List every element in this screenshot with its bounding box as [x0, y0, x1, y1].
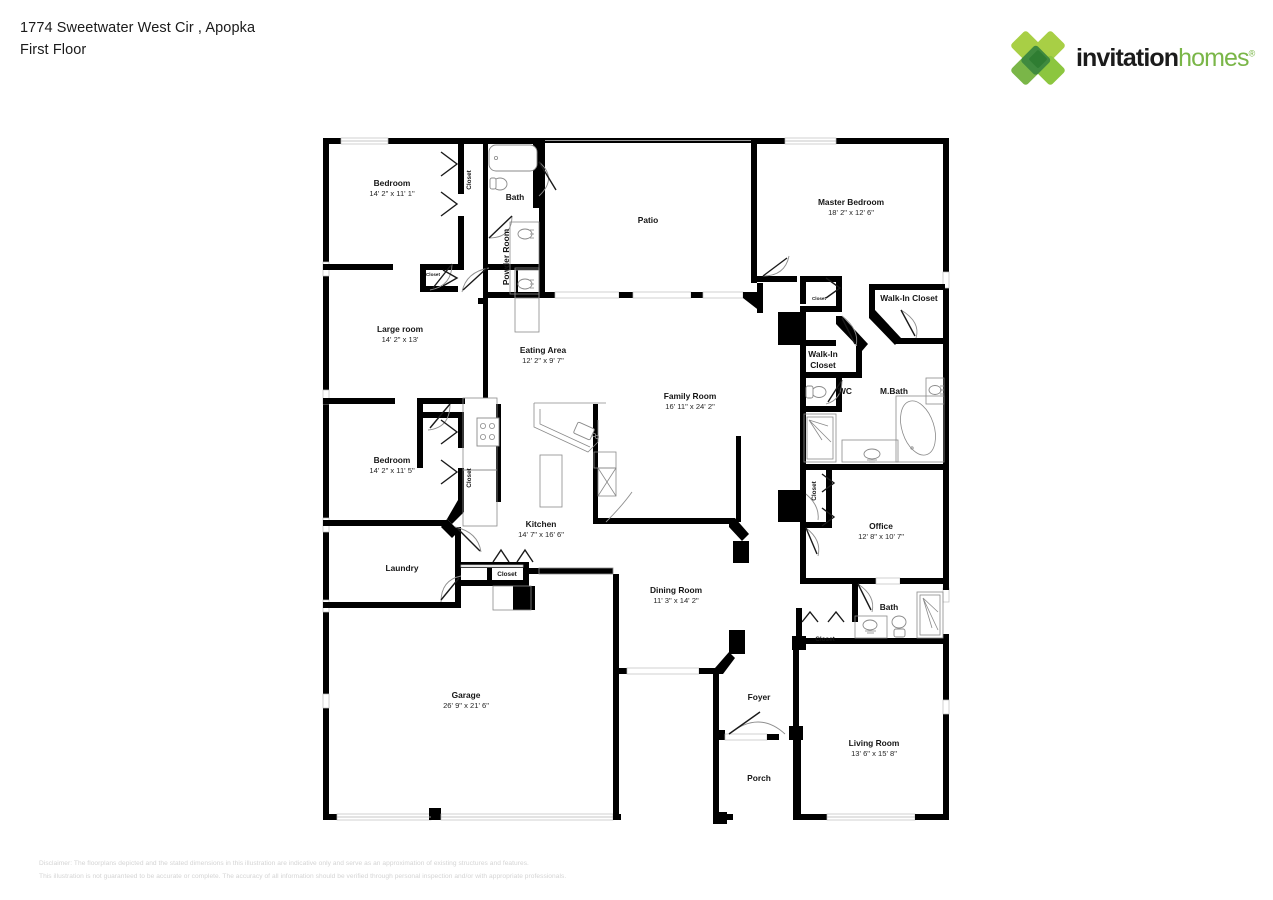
room-label-closet-bed2: Closet: [466, 467, 473, 487]
room-name: Closet: [815, 636, 835, 643]
four-diamond-pinwheel-icon: [1011, 31, 1065, 85]
room-label-powder-room: Powder Room: [501, 229, 511, 285]
page-subtitle-floor: First Floor: [20, 42, 87, 58]
room-name: Walk-In Closet: [880, 293, 938, 303]
room-label-closet-bed1: Closet: [466, 169, 473, 189]
room-name: Foyer: [748, 692, 772, 702]
room-label-group: Bedroom 14' 2" x 11' 1" Closet Bath Powd…: [369, 169, 938, 783]
room-name: Eating Area: [520, 345, 567, 355]
room-name: Master Bedroom: [818, 197, 884, 207]
room-label-living-room: Living Room 13' 6" x 15' 8": [849, 738, 900, 758]
room-label-closet-master: Closet: [812, 296, 827, 301]
room-name: Patio: [638, 215, 658, 225]
room-name: Laundry: [385, 563, 418, 573]
room-label-bedroom-2: Bedroom 14' 2" x 11' 5": [369, 455, 415, 475]
room-label-laundry: Laundry: [385, 563, 418, 573]
room-name: Garage: [452, 690, 481, 700]
room-label-patio: Patio: [638, 215, 658, 225]
room-name: Bath: [506, 192, 525, 202]
room-label-closet-laundry: Closet: [497, 571, 517, 578]
invitation-homes-logo: invitationhomes®: [1010, 30, 1255, 86]
brand-wordmark: invitationhomes®: [1076, 43, 1256, 72]
room-name: Dining Room: [650, 585, 702, 595]
room-name-line2: Closet: [810, 360, 836, 370]
room-name: Office: [869, 521, 893, 531]
room-dimensions: 12' 2" x 9' 7": [522, 356, 564, 365]
room-dimensions: 26' 9" x 21' 6": [443, 701, 489, 710]
room-name: Closet: [497, 571, 517, 578]
room-name: Bath: [880, 602, 899, 612]
room-label-wc: WC: [838, 386, 852, 396]
room-dimensions: 12' 8" x 10' 7": [858, 532, 904, 541]
room-label-kitchen: Kitchen 14' 7" x 16' 6": [518, 519, 564, 539]
room-dimensions: 16' 11" x 24' 2": [665, 402, 715, 411]
room-label-office: Office 12' 8" x 10' 7": [858, 521, 904, 541]
brand-trademark: ®: [1248, 48, 1256, 59]
brand-word-homes: homes: [1178, 43, 1249, 72]
room-dimensions: 11' 3" x 14' 2": [653, 596, 699, 605]
room-label-large-room: Large room 14' 2" x 13': [377, 324, 423, 344]
room-dimensions: 18' 2" x 12' 6": [828, 208, 874, 217]
brand-word-invitation: invitation: [1076, 43, 1179, 72]
room-label-closet-office: Closet: [811, 480, 818, 500]
room-dimensions: 13' 6" x 15' 8": [851, 749, 897, 758]
room-label-family-room: Family Room 16' 11" x 24' 2": [664, 391, 717, 411]
room-name: M.Bath: [880, 386, 908, 396]
page-title-address: 1774 Sweetwater West Cir , Apopka: [20, 20, 256, 36]
room-label-dining-room: Dining Room 11' 3" x 14' 2": [650, 585, 702, 605]
room-label-m-bath: M.Bath: [880, 386, 908, 396]
room-name: Closet: [466, 467, 473, 487]
room-label-foyer: Foyer: [748, 692, 772, 702]
room-name: Kitchen: [526, 519, 557, 529]
disclaimer-text: Disclaimer: The floorplans depicted and …: [39, 857, 799, 883]
room-dimensions: 14' 2" x 11' 1": [369, 189, 415, 198]
room-name: Closet: [812, 296, 827, 301]
room-label-master-bedroom: Master Bedroom 18' 2" x 12' 6": [818, 197, 884, 217]
room-name: Powder Room: [501, 229, 511, 285]
room-label-closet-large: Closet: [426, 272, 441, 277]
fixture-group: [462, 144, 945, 639]
room-label-bath-1: Bath: [506, 192, 525, 202]
room-name: Closet: [811, 480, 818, 500]
disclaimer-line-2: This illustration is not guaranteed to b…: [39, 873, 567, 880]
room-name-line1: Walk-In: [808, 349, 837, 359]
room-label-garage: Garage 26' 9" x 21' 6": [443, 690, 489, 710]
room-dimensions: 14' 2" x 13': [382, 335, 419, 344]
room-name: Closet: [466, 169, 473, 189]
room-name: WC: [838, 386, 852, 396]
room-label-bedroom-1: Bedroom 14' 2" x 11' 1": [369, 178, 415, 198]
room-label-walkin-closet-1: Walk-In Closet: [880, 293, 938, 303]
window-group: [337, 137, 915, 818]
disclaimer-line-1: Disclaimer: The floorplans depicted and …: [39, 860, 529, 867]
room-label-closet-bath2: Closet: [815, 636, 835, 643]
room-name: Bedroom: [374, 455, 411, 465]
room-name: Bedroom: [374, 178, 411, 188]
room-label-walkin-closet-2: Walk-In Closet: [808, 349, 837, 370]
wall-group: [322, 138, 950, 824]
room-name: Porch: [747, 773, 771, 783]
room-label-bath-2: Bath: [880, 602, 899, 612]
room-dimensions: 14' 7" x 16' 6": [518, 530, 564, 539]
room-label-porch: Porch: [747, 773, 771, 783]
room-name: Family Room: [664, 391, 717, 401]
room-name: Living Room: [849, 738, 900, 748]
room-dimensions: 14' 2" x 11' 5": [369, 466, 415, 475]
door-swing-group: [427, 151, 918, 735]
room-name: Large room: [377, 324, 423, 334]
room-label-eating-area: Eating Area 12' 2" x 9' 7": [520, 345, 567, 365]
room-name: Closet: [426, 272, 441, 277]
